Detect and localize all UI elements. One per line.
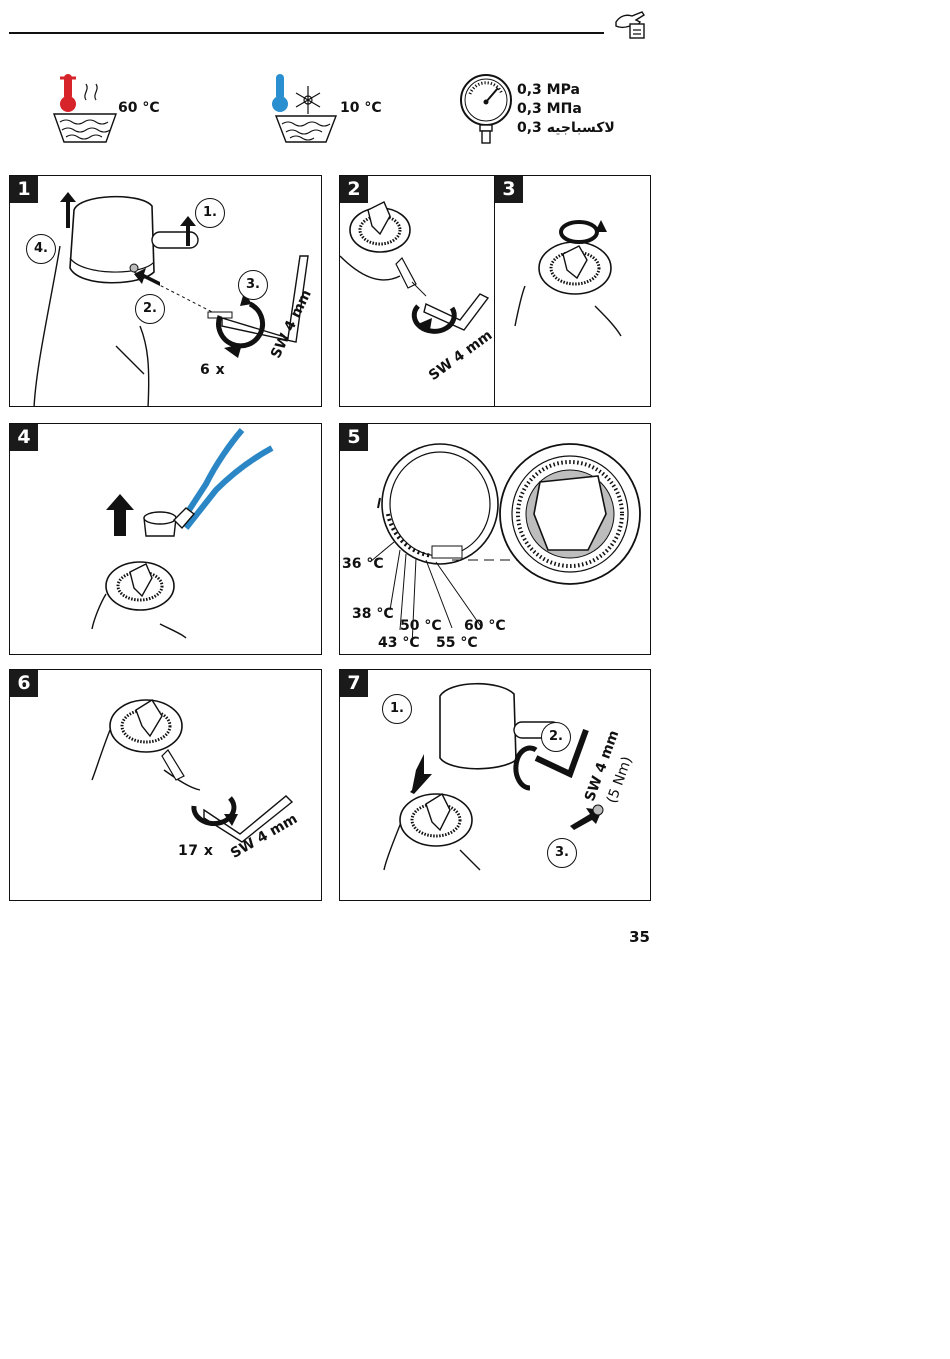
temp-50: 50 °C — [400, 618, 442, 634]
temp-60: 60 °C — [464, 618, 506, 634]
cold-temperature: 10 °C — [340, 100, 382, 116]
step-6-count: 17 x — [178, 843, 213, 859]
step-1-callout-3: 3. — [238, 270, 268, 300]
page-number: 35 — [629, 928, 650, 946]
header-rule — [9, 32, 604, 34]
cold-water-intro — [272, 70, 342, 150]
step-3-panel: 3 — [494, 175, 651, 407]
step-1-illustration — [10, 176, 322, 407]
step-2-panel: 2 SW 4 mm — [339, 175, 496, 407]
pressure-gauge-icon — [458, 72, 514, 146]
step-1-panel: 1 1. 4. 3. 2. SW 4 mm 6 x — [9, 175, 322, 407]
temp-43: 43 °C — [378, 635, 420, 651]
temp-38: 38 °C — [352, 606, 394, 622]
step-6-illustration — [10, 670, 322, 901]
cold-water-icon — [272, 70, 342, 150]
hand-writing-icon — [612, 6, 648, 40]
step-7-callout-2: 2. — [541, 722, 571, 752]
step-1-callout-1: 1. — [195, 198, 225, 228]
step-1-count: 6 x — [200, 362, 225, 378]
step-4-panel: 4 — [9, 423, 322, 655]
step-3-illustration — [495, 176, 651, 407]
temp-55: 55 °C — [436, 635, 478, 651]
step-7-panel: 7 1. 2. 3. SW 4 mm (5 Nm) — [339, 669, 651, 901]
temp-36: 36 °C — [342, 556, 384, 572]
hot-temperature: 60 °C — [118, 100, 160, 116]
step-7-callout-3: 3. — [547, 838, 577, 868]
pressure-mpa-cyrillic: 0,3 МПа — [517, 100, 582, 119]
pressure-arabic: 0,3 لاكسباجيه — [517, 119, 615, 138]
step-1-callout-2: 2. — [135, 294, 165, 324]
pressure-mpa: 0,3 MPa — [517, 81, 580, 100]
step-6-panel: 6 SW 4 mm 17 x — [9, 669, 322, 901]
step-5-panel: 5 36 °C 38 °C 50 °C 60 °C 43 °C 55 °C — [339, 423, 651, 655]
step-2-illustration — [340, 176, 496, 407]
step-4-illustration — [10, 424, 322, 655]
step-7-callout-1: 1. — [382, 694, 412, 724]
step-1-callout-4: 4. — [26, 234, 56, 264]
